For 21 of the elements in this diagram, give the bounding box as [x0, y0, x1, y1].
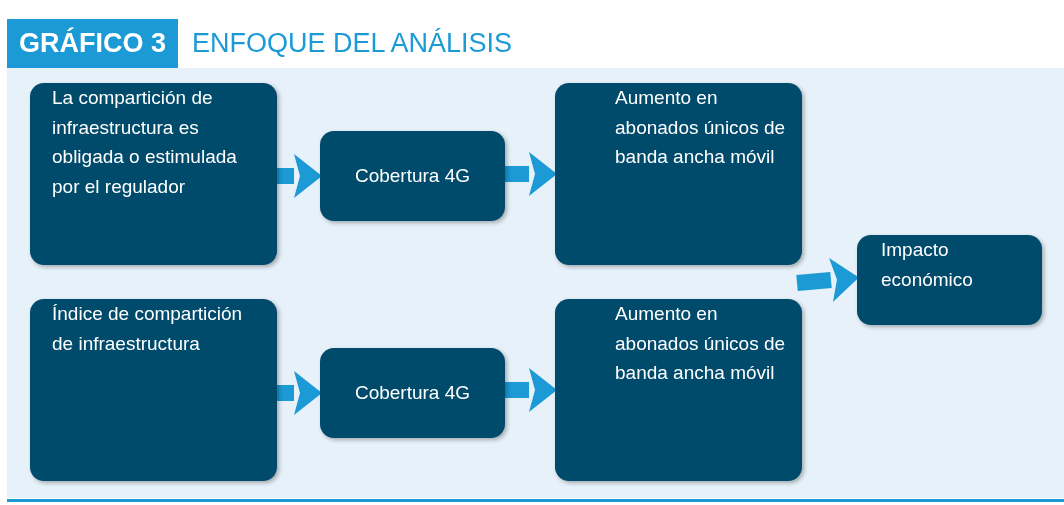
box-text: Aumento en abonados únicos de banda ancha móvil	[615, 302, 786, 385]
block-arrow	[277, 371, 322, 415]
box-text: La compartición de infraestructura es obligada o estimulada por el regulador	[52, 86, 238, 199]
process-box	[320, 348, 505, 438]
box-text: Aumento en abonados únicos de banda ancha móvil	[615, 86, 786, 169]
block-arrow	[505, 152, 557, 196]
box-text: Cobertura 4G	[354, 381, 471, 406]
process-box	[555, 299, 802, 481]
title: ENFOQUE DEL ANÁLISIS	[192, 27, 513, 61]
block-arrow	[796, 258, 859, 302]
process-box	[30, 83, 277, 265]
block-arrow	[505, 368, 557, 412]
process-box	[320, 131, 505, 221]
box-text: Cobertura 4G	[354, 164, 471, 189]
process-box	[30, 299, 277, 481]
box-text: Impacto económico	[881, 238, 974, 292]
process-box	[857, 235, 1042, 325]
process-box	[555, 83, 802, 265]
block-arrow	[277, 154, 322, 198]
figure-number: GRÁFICO 3	[7, 19, 178, 68]
box-text: Índice de compartición de infraestructura	[52, 302, 244, 356]
